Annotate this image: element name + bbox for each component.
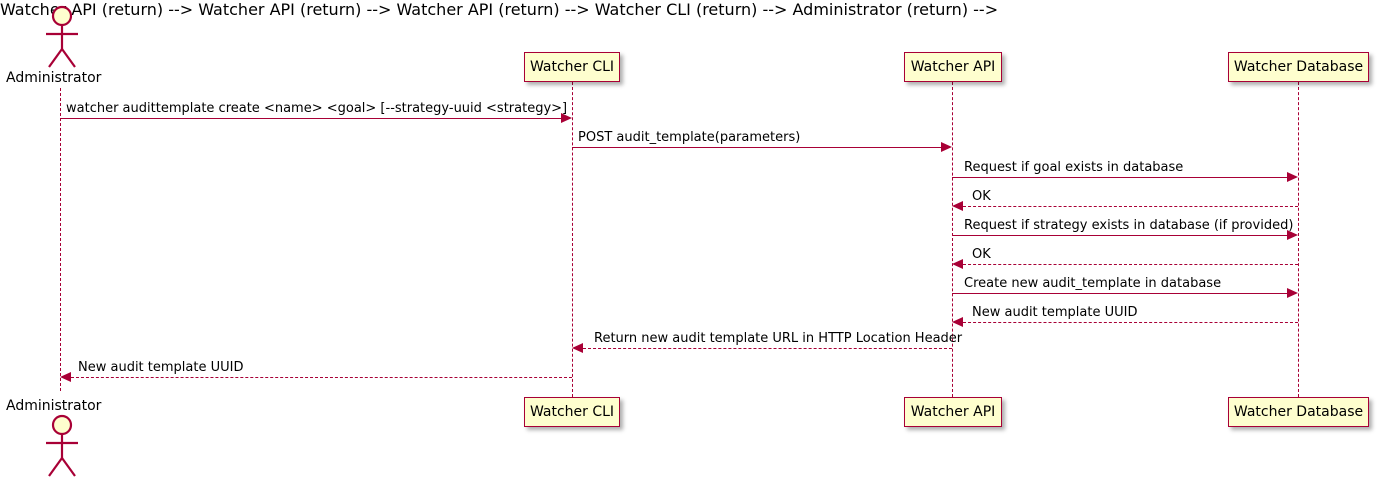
message-line-8 [963,322,1298,323]
actor-label-administrator-bottom: Administrator [6,398,102,414]
participant-box-watcher-database-bottom[interactable]: Watcher Database [1228,397,1369,427]
message-arrowhead-10 [60,372,71,382]
participant-box-watcher-database-top[interactable]: Watcher Database [1228,52,1369,82]
message-arrowhead-8 [952,317,963,327]
message-label-5: Request if strategy exists in database (… [964,218,1294,233]
participant-label-watcher-database: Watcher Database [1233,59,1364,75]
message-arrowhead-9 [572,343,583,353]
actor-stick-figure-icon [46,414,78,477]
message-label-1: watcher audittemplate create <name> <goa… [66,101,568,116]
message-line-10 [71,377,572,378]
message-arrowhead-5 [1287,230,1298,240]
participant-label-watcher-cli: Watcher CLI [529,59,615,75]
message-label-2: POST audit_template(parameters) [578,130,801,145]
message-line-4 [963,206,1298,207]
participant-label-watcher-cli: Watcher CLI [529,404,615,420]
actor-administrator-bottom [36,413,84,479]
actor-stick-figure-icon [46,5,78,68]
lifeline-watcher-database [1298,82,1299,397]
participant-box-watcher-cli-bottom[interactable]: Watcher CLI [524,397,620,427]
lifeline-administrator [60,88,61,391]
message-line-6 [963,264,1298,265]
message-line-9 [583,348,952,349]
message-label-7: Create new audit_template in database [964,276,1222,291]
participant-label-watcher-database: Watcher Database [1233,404,1364,420]
message-label-3: Request if goal exists in database [964,160,1184,175]
participant-box-watcher-api-top[interactable]: Watcher API [904,52,1002,82]
message-arrowhead-3 [1287,172,1298,182]
message-arrowhead-6 [952,259,963,269]
participant-box-watcher-api-bottom[interactable]: Watcher API [904,397,1002,427]
message-line-5 [952,235,1287,236]
message-line-1 [60,118,561,119]
lifeline-watcher-api [952,82,953,397]
participant-label-watcher-api: Watcher API [910,59,996,75]
message-label-10: New audit template UUID [78,360,244,375]
actor-label-administrator-top: Administrator [6,70,102,86]
message-line-3 [952,177,1287,178]
message-label-9: Return new audit template URL in HTTP Lo… [594,331,963,346]
message-label-8: New audit template UUID [972,305,1138,320]
message-line-7 [952,293,1287,294]
message-arrowhead-2 [941,142,952,152]
message-arrowhead-4 [952,201,963,211]
participant-box-watcher-cli-top[interactable]: Watcher CLI [524,52,620,82]
message-arrowhead-7 [1287,288,1298,298]
actor-administrator-top [36,4,84,70]
lifeline-watcher-cli [572,82,573,397]
message-label-4: OK [972,189,991,204]
message-label-6: OK [972,247,991,262]
message-line-2 [572,147,941,148]
participant-label-watcher-api: Watcher API [910,404,996,420]
message-arrowhead-1 [561,113,572,123]
